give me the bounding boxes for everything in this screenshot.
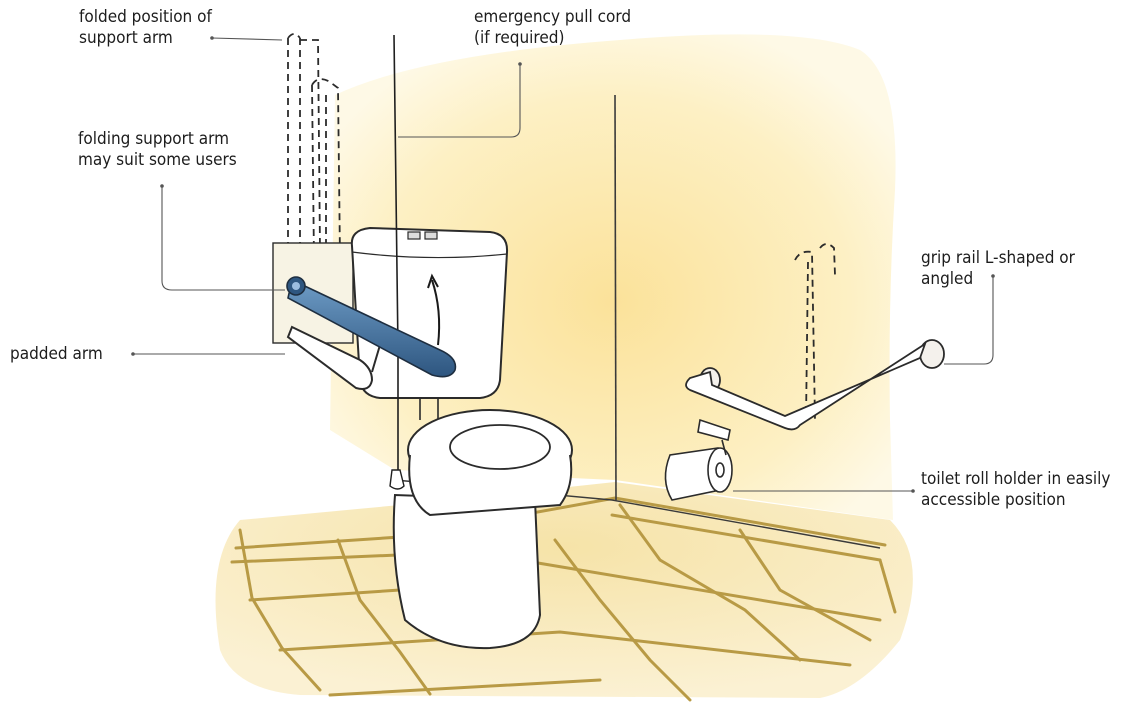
label-grip-rail: grip rail L-shaped or angled	[921, 248, 1075, 290]
label-folded-position: folded position of support arm	[79, 7, 212, 49]
wall-corner-line	[615, 95, 616, 500]
label-folding-arm: folding support arm may suit some users	[78, 129, 237, 171]
label-pull-cord: emergency pull cord (if required)	[474, 7, 631, 49]
label-padded-arm: padded arm	[10, 344, 103, 365]
flush-button-icon	[408, 232, 420, 239]
folded-arm-outline	[288, 34, 340, 260]
floor	[216, 482, 913, 698]
pull-cord-handle	[390, 470, 404, 489]
label-toilet-roll: toilet roll holder in easily accessible …	[921, 469, 1110, 511]
